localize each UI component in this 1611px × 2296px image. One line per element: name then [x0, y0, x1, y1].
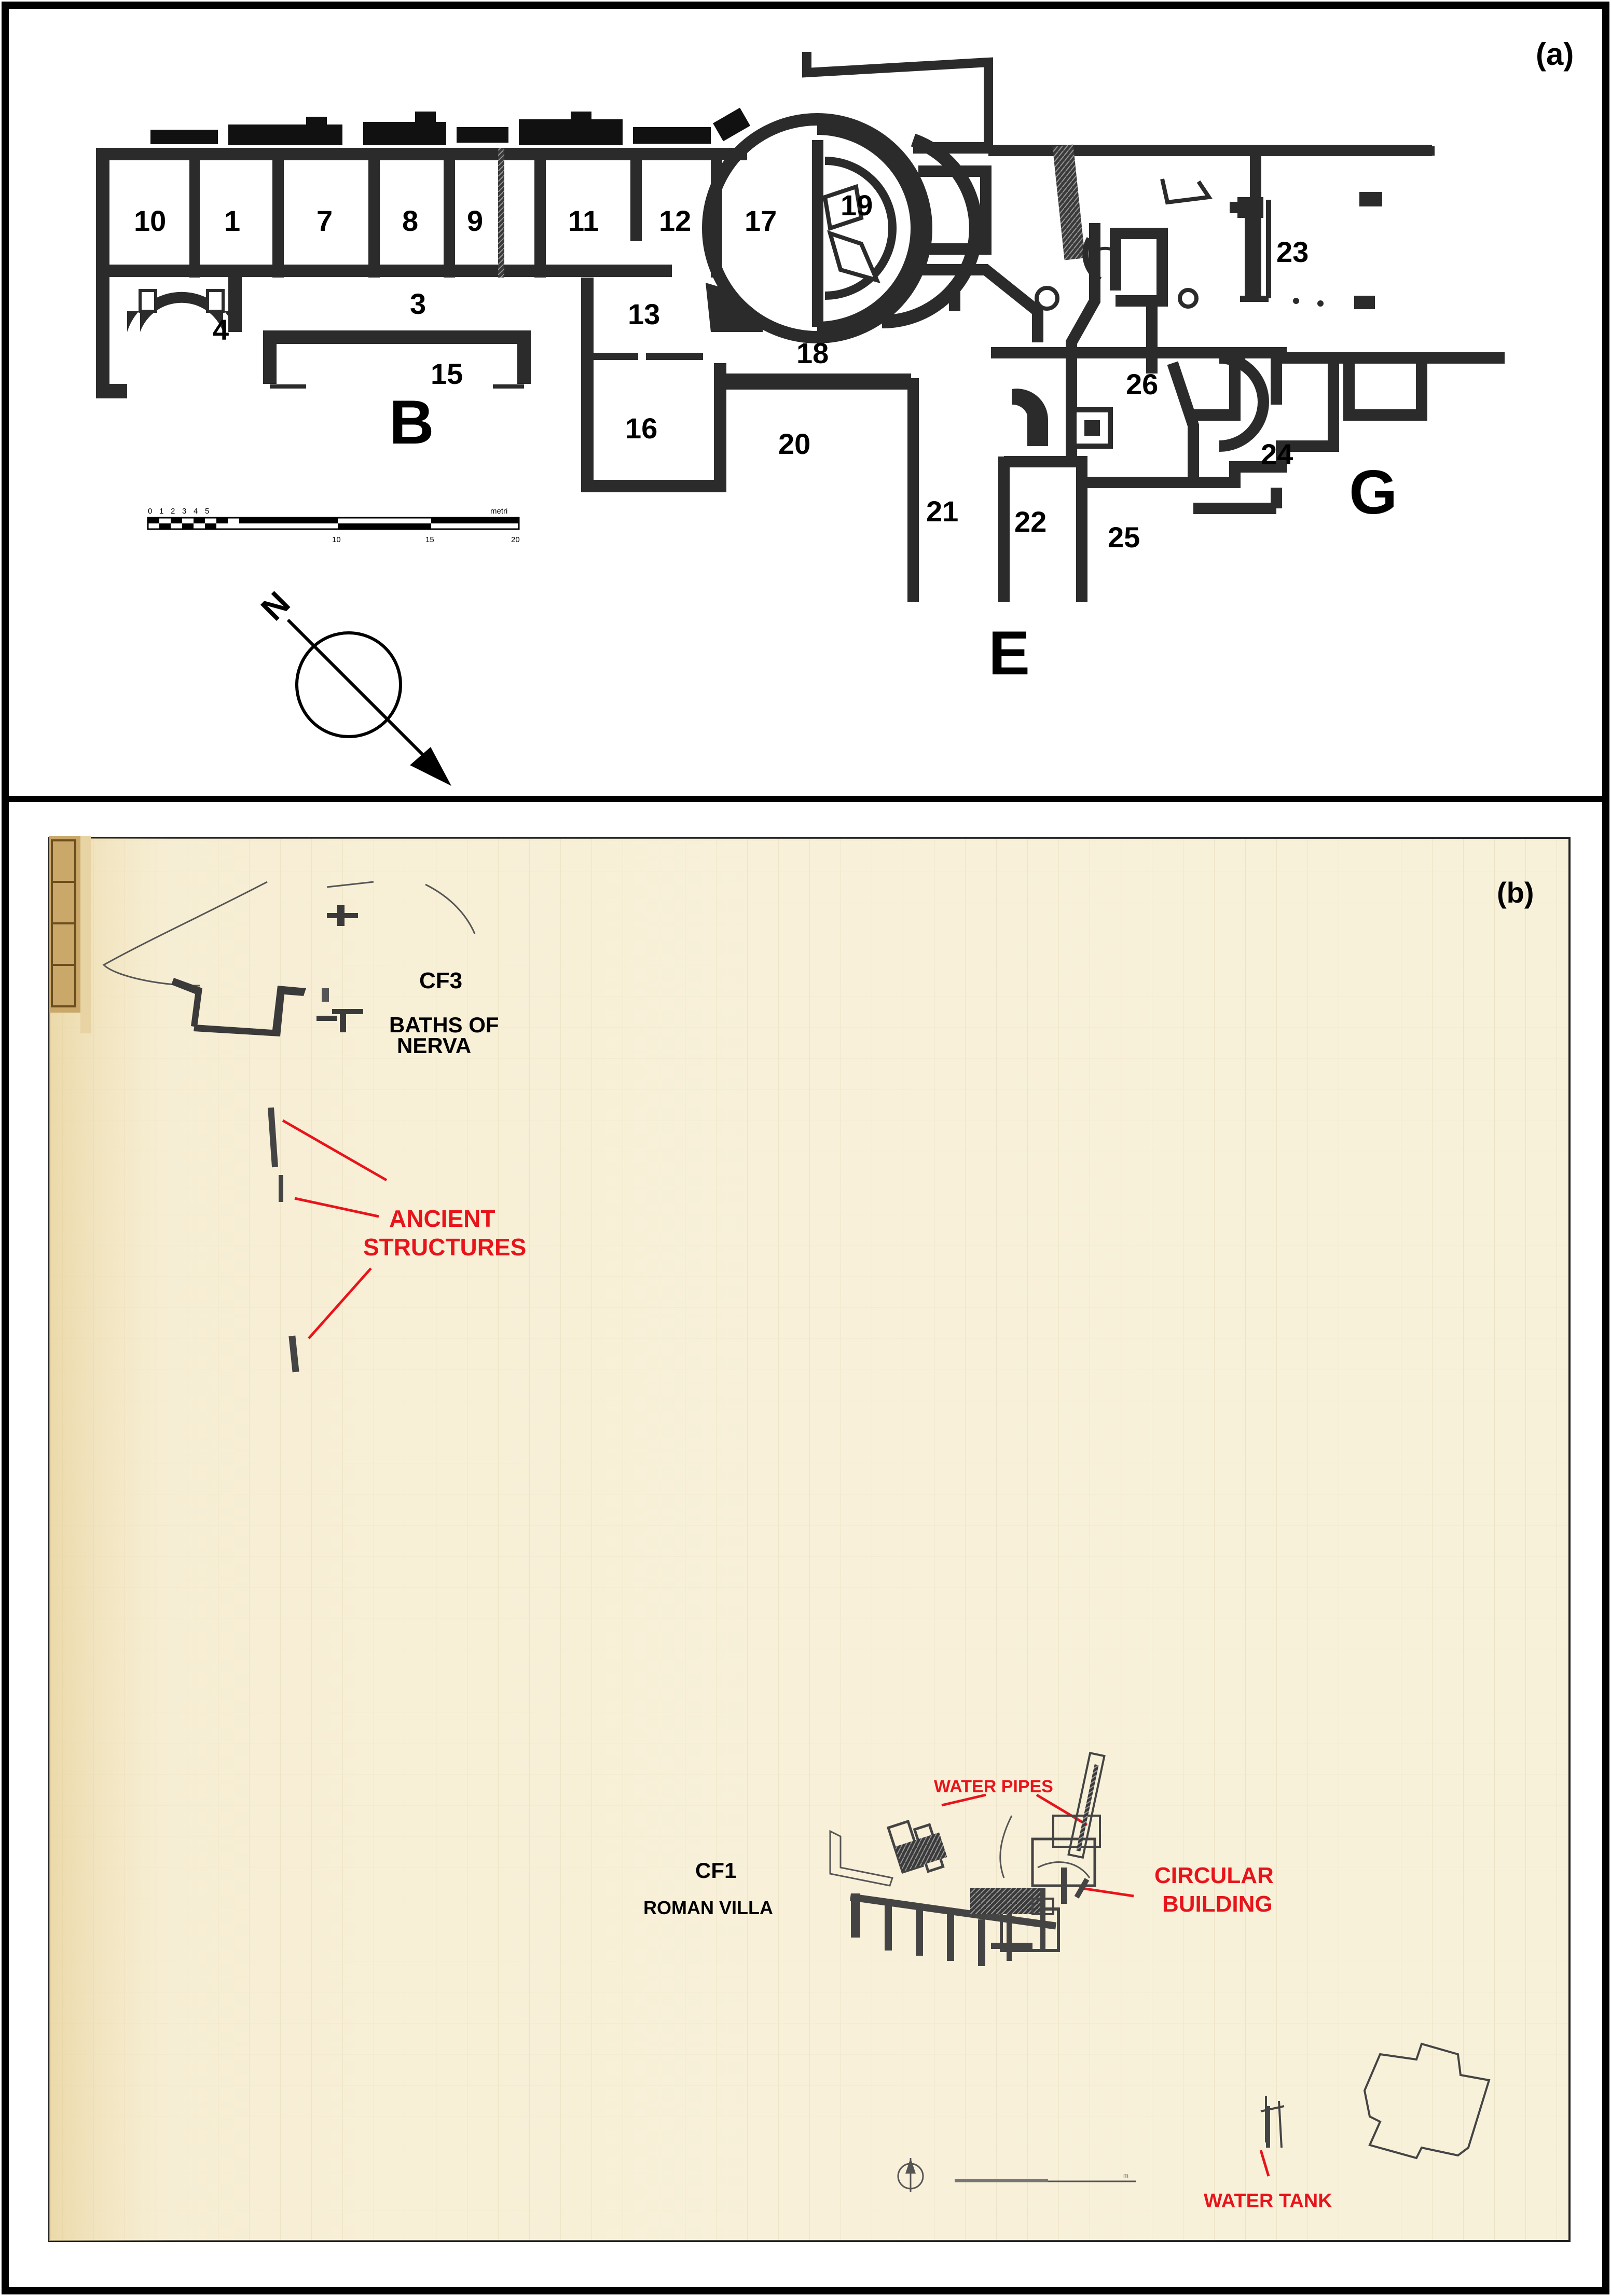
label-water-tank: WATER TANK — [1204, 2190, 1332, 2212]
north-wall-range — [96, 148, 747, 398]
room-label-7: 7 — [316, 204, 333, 237]
label-ancient-2: STRUCTURES — [363, 1234, 526, 1261]
red-leaders — [282, 1119, 1270, 2177]
ancient-structure-walls — [268, 1107, 299, 1373]
room-label-15: 15 — [431, 357, 463, 390]
panel-b-tag: (b) — [1497, 876, 1534, 909]
survey-north-arrow — [897, 2158, 924, 2192]
rubble-top — [150, 107, 750, 145]
scale-unit: metri — [490, 507, 507, 516]
cf3-name-line2: NERVA — [397, 1033, 471, 1058]
room-label-11: 11 — [568, 204, 599, 237]
panel-a-floor-plan: (a) — [96, 37, 1574, 786]
zone-label-e: E — [988, 618, 1030, 688]
cf3-name-line1: BATHS OF — [389, 1013, 499, 1037]
room-label-20: 20 — [778, 427, 810, 460]
scale-tick-3: 3 — [182, 507, 186, 516]
room-23-details — [1237, 192, 1382, 309]
room-label-18: 18 — [796, 337, 829, 369]
room-label-13: 13 — [628, 298, 660, 330]
room-label-1: 1 — [224, 204, 240, 237]
scale-tick-2: 2 — [171, 507, 175, 516]
scale-tick-1: 1 — [159, 507, 163, 516]
room-label-19: 19 — [841, 189, 873, 222]
zone-label-g: G — [1349, 458, 1397, 527]
label-water-pipes: WATER PIPES — [934, 1777, 1053, 1796]
room-15-walls — [263, 330, 531, 384]
cf3-baths-sketch — [102, 881, 476, 987]
survey-scale-unit: m — [1123, 2172, 1128, 2179]
survey-scale-bar: m — [955, 2172, 1136, 2182]
room-label-21: 21 — [926, 495, 958, 528]
cf1-code: CF1 — [695, 1858, 736, 1883]
cf3-code: CF3 — [419, 968, 462, 993]
room-label-4: 4 — [213, 313, 229, 346]
paper-stain — [49, 838, 1569, 2241]
binder-strip — [49, 836, 91, 1033]
scale-tick-15: 15 — [425, 535, 434, 544]
panel-a-tag: (a) — [1536, 37, 1574, 72]
scale-tick-0: 0 — [148, 507, 152, 516]
scale-bar: 0 1 2 3 4 5 10 15 20 metri — [147, 507, 520, 544]
room-label-24: 24 — [1261, 438, 1293, 471]
room-label-10: 10 — [134, 204, 166, 237]
zone-label-b: B — [389, 388, 434, 457]
room-label-25: 25 — [1108, 521, 1140, 554]
north-annex-wall — [802, 52, 993, 148]
scale-tick-5: 5 — [205, 507, 209, 516]
room-label-22: 22 — [1014, 505, 1047, 538]
scale-tick-4: 4 — [194, 507, 198, 516]
panel-b-survey-map: (b) CF3 BATHS OF NERVA — [48, 836, 1571, 2242]
room-label-3: 3 — [410, 287, 426, 320]
room-label-23: 23 — [1276, 236, 1309, 268]
scale-tick-10: 10 — [332, 535, 341, 544]
label-circular-2: BUILDING — [1162, 1891, 1273, 1917]
cf1-name: ROMAN VILLA — [643, 1897, 773, 1918]
room-label-16: 16 — [625, 412, 657, 445]
scale-tick-20: 20 — [511, 535, 520, 544]
room-label-8: 8 — [402, 204, 418, 237]
cf1-villa-walls — [829, 1751, 1106, 1966]
cf3-walls — [171, 905, 363, 1036]
room-label-17: 17 — [745, 204, 777, 237]
room-label-26: 26 — [1126, 368, 1158, 400]
room-label-9: 9 — [467, 204, 483, 237]
room-labels: 10 1 7 8 9 11 12 17 19 23 4 3 13 18 15 2… — [134, 189, 1309, 554]
room-label-12: 12 — [659, 204, 691, 237]
label-circular-1: CIRCULAR — [1154, 1863, 1274, 1888]
label-ancient-1: ANCIENT — [389, 1205, 495, 1232]
